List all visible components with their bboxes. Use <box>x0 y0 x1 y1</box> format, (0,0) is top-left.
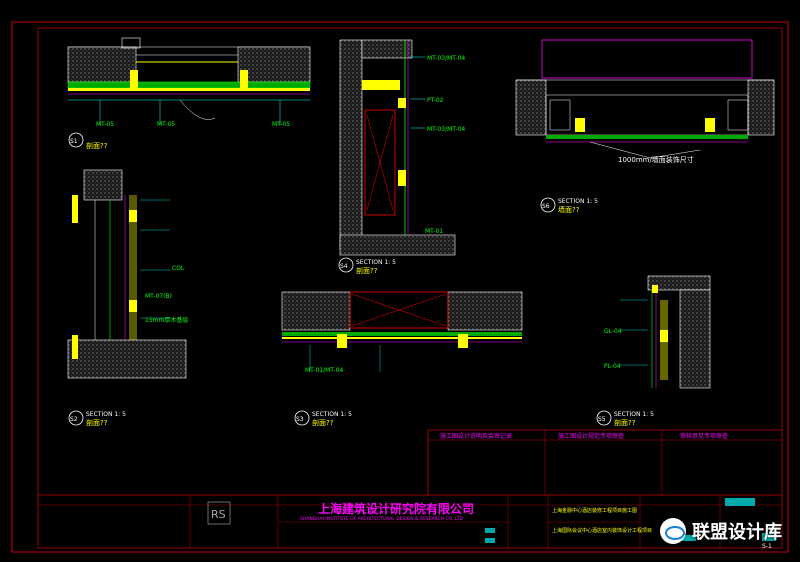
outer-frame <box>11 21 789 553</box>
section-s2-sub: 剖面?? <box>86 418 108 427</box>
project-name-1: 上海金融中心酒店装修工程项目施工图 <box>552 507 637 514</box>
label-mt03-04: MT-03/MT-04 <box>427 55 465 62</box>
label-dim-1000: 1000mm/墙面装饰尺寸 <box>618 155 694 164</box>
section-s4-sub: 剖面?? <box>356 266 378 275</box>
section-s3-title: SECTION 1: 5 <box>312 411 352 418</box>
label-thk15: 15mm厚木基层 <box>145 316 188 324</box>
watermark: 联盟设计库 <box>660 518 782 544</box>
tb-header-3: 审核意见专项审查 <box>680 432 728 440</box>
label-mt05-c: MT-05 <box>272 121 290 128</box>
section-s1-sub: 剖面?? <box>86 141 108 150</box>
section-s5-drawing: GL-04 PL-04 S5 SECTION 1: 5 剖面?? <box>596 275 711 427</box>
section-s3-drawing: MT-01/MT-04 S3 SECTION 1: 5 剖面?? <box>281 291 523 427</box>
section-s4-marker <box>338 257 354 273</box>
section-s1-drawing: MT-05 MT-05 MT-05 S1 剖面?? <box>67 37 311 150</box>
label-col: COL <box>172 265 185 272</box>
section-s6-drawing: 1000mm/墙面装饰尺寸 S6 SECTION 1: 5 墙面?? <box>515 39 775 214</box>
wechat-icon <box>660 518 686 544</box>
section-s4-num: S4 <box>340 263 348 270</box>
section-s4-drawing: MT-03/MT-04 PT-02 MT-03/MT-04 MT-01 S4 S… <box>338 39 465 275</box>
svg-text:RS: RS <box>211 508 226 521</box>
watermark-text: 联盟设计库 <box>692 522 782 543</box>
label-mt05-a: MT-05 <box>96 121 114 128</box>
title-block: 施工图设计说明及会审记录 施工图设计规范专项审查 审核意见专项审查 RS 上海建… <box>38 429 782 550</box>
label-mt04: MT-03/MT-04 <box>427 126 465 133</box>
section-s4-title: SECTION 1: 5 <box>356 259 396 266</box>
company-name-en: SHANGHAI INSTITUTE OF ARCHITECTURAL DESI… <box>300 516 464 522</box>
section-s3-sub: 剖面?? <box>312 418 334 427</box>
section-s2-drawing: MT-07(B) 15mm厚木基层 COL S2 SECTION 1: 5 剖面… <box>67 169 188 427</box>
section-s6-marker <box>540 197 556 213</box>
section-s6-title: SECTION 1: 5 <box>558 198 598 205</box>
section-s6-num: S6 <box>542 203 550 210</box>
section-s1-marker <box>68 132 84 148</box>
label-mt-ss: MT-01/MT-04 <box>305 367 343 374</box>
label-mt01-s4: MT-01 <box>425 228 443 235</box>
section-s3-num: S3 <box>296 416 304 423</box>
label-mt05-b: MT-05 <box>157 121 175 128</box>
section-s5-title: SECTION 1: 5 <box>614 411 654 418</box>
label-pl: PL-04 <box>604 363 621 370</box>
company-name-cn: 上海建筑设计研究院有限公司 <box>318 501 474 516</box>
section-s5-marker <box>596 410 612 426</box>
section-s1-num: S1 <box>70 138 78 145</box>
section-s3-marker <box>294 410 310 426</box>
section-s2-title: SECTION 1: 5 <box>86 411 126 418</box>
tb-header-2: 施工图设计规范专项审查 <box>558 432 624 440</box>
label-pt02: PT-02 <box>427 97 444 104</box>
project-name-2: 上海国际会议中心酒店室内装饰设计工程项目 <box>552 527 652 534</box>
label-gl: GL-04 <box>604 328 622 335</box>
section-s2-num: S2 <box>70 416 78 423</box>
section-s5-sub: 剖面?? <box>614 418 636 427</box>
tb-header-1: 施工图设计说明及会审记录 <box>440 432 512 440</box>
section-s2-marker <box>68 410 84 426</box>
company-logo <box>207 501 231 525</box>
inner-frame <box>37 27 783 549</box>
label-mt07: MT-07(B) <box>145 293 172 300</box>
section-s5-num: S5 <box>598 416 606 423</box>
sheet-number: S-1 <box>762 543 772 550</box>
section-s6-sub: 墙面?? <box>558 205 580 214</box>
